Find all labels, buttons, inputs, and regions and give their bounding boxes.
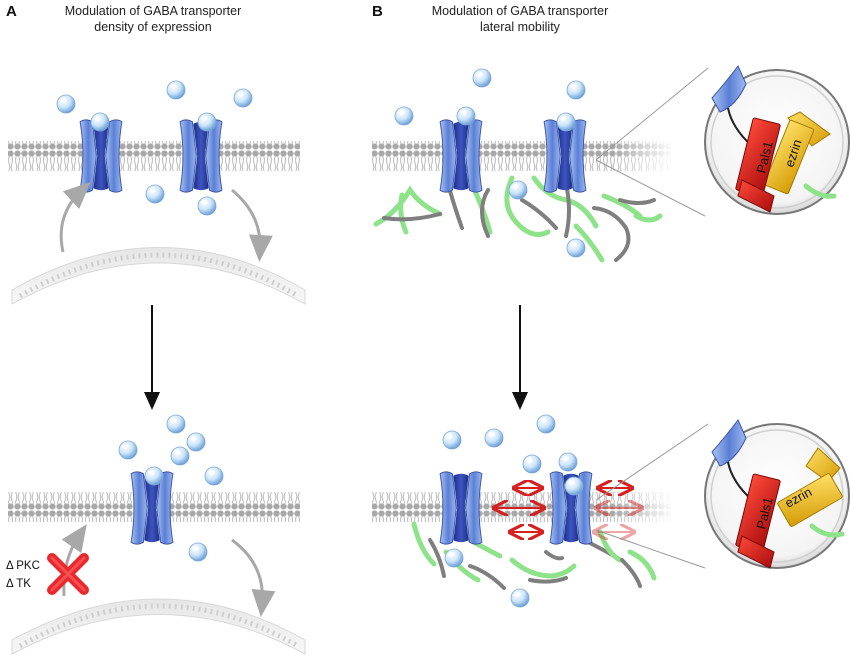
internalization-arrow-top-a bbox=[231, 188, 273, 262]
transporter-b-1 bbox=[439, 119, 483, 193]
zoom-circle-top: ezrin Pals1 bbox=[704, 65, 850, 215]
panel-b-title-line1: Modulation of GABA transporter bbox=[432, 4, 608, 18]
zoom-circle-bottom: Pals1 ezrin bbox=[704, 419, 850, 569]
zoom-lines-top bbox=[595, 67, 709, 217]
vesicle-bottom-a bbox=[11, 598, 306, 655]
panel-b-title-line2: lateral mobility bbox=[480, 20, 561, 34]
panel-a-title-line1: Modulation of GABA transporter bbox=[65, 4, 241, 18]
panel-a-title-line2: density of expression bbox=[94, 20, 211, 34]
insertion-arrow-top-a bbox=[59, 181, 91, 253]
membrane-top-a bbox=[8, 141, 300, 171]
inhibition-x-icon bbox=[47, 553, 89, 595]
delta-pkc-label: Δ PKC bbox=[6, 560, 40, 572]
transporter-tail-top bbox=[711, 65, 747, 113]
transporter-a-2 bbox=[179, 119, 223, 193]
insertion-arrow-bottom-a bbox=[61, 524, 87, 597]
delta-tk-label: Δ TK bbox=[6, 578, 31, 590]
ezrin-protein-bottom bbox=[805, 447, 841, 483]
internalization-arrow-bottom-a bbox=[231, 538, 276, 617]
transporter-tail-bottom bbox=[711, 419, 747, 467]
vesicle-top-a bbox=[11, 247, 306, 305]
panel-b: B Modulation of GABA transporter lateral… bbox=[372, 3, 850, 608]
panel-a: A Modulation of GABA transporter density… bbox=[6, 3, 306, 655]
transporter-b-3 bbox=[439, 471, 483, 545]
panel-a-letter: A bbox=[6, 3, 17, 20]
panel-b-letter: B bbox=[372, 3, 383, 20]
zoom-lines-bottom bbox=[595, 423, 709, 569]
